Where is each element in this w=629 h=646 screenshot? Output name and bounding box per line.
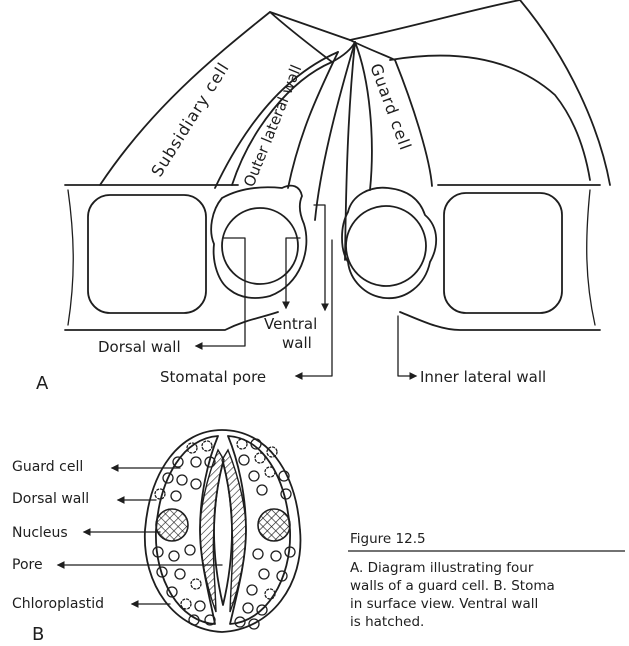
caption-line: A. Diagram illustrating four — [350, 560, 534, 576]
epidermis-right-edge — [587, 190, 595, 325]
epidermal-cell-right — [444, 193, 562, 313]
label-outer-lateral-wall: Outer lateral wall — [240, 62, 305, 189]
chloroplastid — [171, 491, 181, 501]
label-dorsal-wall-b: Dorsal wall — [12, 491, 89, 507]
guard-cell-right-ventral — [355, 42, 372, 190]
label-pore: Pore — [12, 557, 43, 573]
chloroplastid — [181, 599, 191, 609]
panel-a-label: A — [36, 373, 49, 394]
chloroplastid — [243, 603, 253, 613]
epidermal-cell-left — [88, 195, 206, 313]
panel-a-drawing — [65, 0, 610, 376]
chloroplastid — [239, 455, 249, 465]
stomatal-pore-pointer — [296, 240, 332, 376]
panel-b-label: B — [32, 624, 44, 645]
label-subsidiary-cell: Subsidiary cell — [147, 59, 233, 180]
caption-line: is hatched. — [350, 614, 424, 630]
chloroplastid — [195, 601, 205, 611]
guard-cell-right-section — [342, 188, 436, 298]
epidermis-bottom-right — [400, 312, 600, 330]
chloroplastid — [191, 579, 201, 589]
cell-wall-top — [270, 12, 350, 40]
chloroplastid — [169, 551, 179, 561]
label-dorsal-wall-a: Dorsal wall — [98, 338, 181, 356]
cell-wall-top-right — [350, 0, 520, 40]
label-ventral-line2: wall — [282, 334, 312, 352]
chloroplastid — [257, 485, 267, 495]
guard-cell-left-section — [211, 186, 306, 298]
subsidiary-cell-right-outline — [520, 0, 610, 185]
label-guard-cell-a: Guard cell — [366, 61, 415, 153]
subsidiary-cell-right-inner — [390, 56, 590, 180]
caption-line: walls of a guard cell. B. Stoma — [350, 578, 555, 594]
chloroplastid — [185, 545, 195, 555]
caption-line: in surface view. Ventral wall — [350, 596, 538, 612]
epidermis-left-edge — [68, 190, 73, 325]
caption-title: Figure 12.5 — [350, 531, 426, 547]
chloroplastid — [249, 471, 259, 481]
guard-cell-right-lumen — [346, 206, 426, 286]
nucleus-right — [258, 509, 290, 541]
label-guard-cell-b: Guard cell — [12, 459, 83, 475]
inner-lateral-wall-pointer — [398, 316, 416, 376]
label-stomatal-pore: Stomatal pore — [160, 368, 266, 386]
epidermis-bottom-left — [65, 312, 278, 330]
guard-cell-right-cap — [350, 40, 395, 60]
chloroplastid — [175, 569, 185, 579]
chloroplastid — [177, 475, 187, 485]
chloroplastid — [202, 441, 212, 451]
chloroplastid — [271, 551, 281, 561]
chloroplastid — [253, 549, 263, 559]
chloroplastid — [281, 489, 291, 499]
label-nucleus: Nucleus — [12, 525, 68, 541]
outer-lateral-pointer — [314, 205, 325, 310]
subsidiary-cell-left-outline — [100, 12, 332, 185]
chloroplastid — [191, 457, 201, 467]
label-inner-lateral-wall: Inner lateral wall — [420, 368, 546, 386]
figure-caption: Figure 12.5 A. Diagram illustrating four… — [348, 531, 625, 630]
label-ventral-line1: Ventral — [264, 315, 317, 333]
chloroplastid — [173, 457, 183, 467]
label-chloroplastid: Chloroplastid — [12, 596, 104, 612]
chloroplastid — [191, 479, 201, 489]
chloroplastid — [259, 569, 269, 579]
chloroplastid — [247, 585, 257, 595]
nucleus-left — [156, 509, 188, 541]
